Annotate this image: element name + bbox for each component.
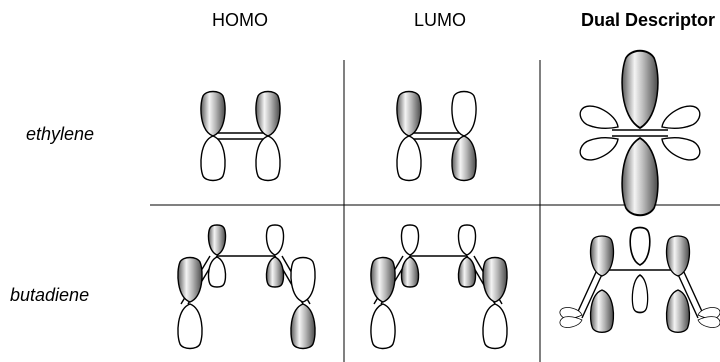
header-homo: HOMO — [212, 10, 268, 30]
butadiene-lumo-orbital — [370, 224, 508, 350]
ethylene-lumo-orbital — [396, 90, 477, 182]
butadiene-dual-descriptor — [559, 226, 720, 333]
header-lumo: LUMO — [414, 10, 467, 30]
butadiene-homo-orbital — [177, 224, 316, 350]
header-dual-descriptor: Dual Descriptor — [581, 10, 716, 30]
ethylene-dual-descriptor — [576, 49, 704, 217]
ethylene-homo-orbital — [200, 90, 281, 182]
row-label-butadiene: butadiene — [10, 285, 90, 305]
row-label-ethylene: ethylene — [26, 124, 95, 144]
